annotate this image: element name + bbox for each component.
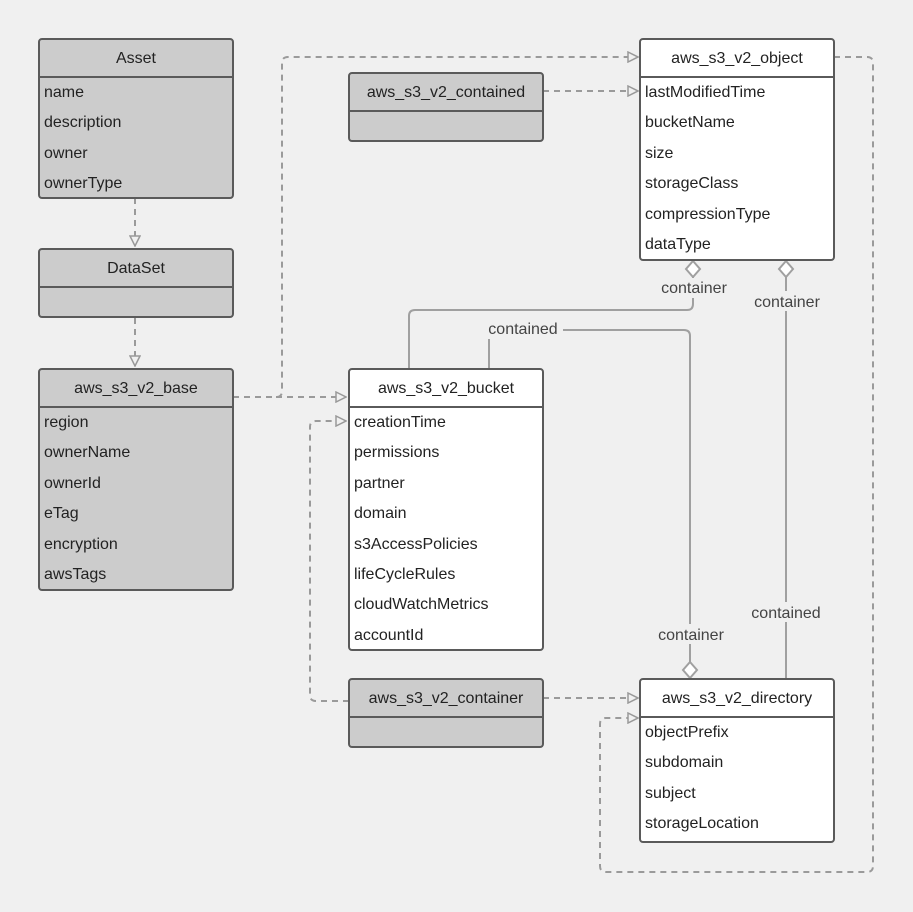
bucket-entity[interactable]: aws_s3_v2_bucket creationTime permission… (348, 368, 544, 651)
object-title: aws_s3_v2_object (641, 40, 833, 78)
object-attr-lastmodifiedtime: lastModifiedTime (645, 84, 766, 101)
bucket-attr-domain: domain (354, 505, 407, 523)
directory-attr-subdomain: subdomain (645, 754, 724, 772)
object-directory-diamond (777, 259, 795, 279)
object-bucket-diamond (684, 259, 702, 279)
object-attr-size: size (645, 144, 674, 162)
bucket-attr-accountid: accountId (354, 626, 424, 644)
base-entity[interactable]: aws_s3_v2_base region ownerName ownerId … (38, 368, 234, 591)
contained-entity[interactable]: aws_s3_v2_contained (348, 72, 544, 142)
asset-entity[interactable]: Asset name description owner ownerType (38, 38, 234, 199)
bucket-attr-s3accesspolicies: s3AccessPolicies (354, 535, 478, 553)
directory-container-diamond (681, 660, 699, 680)
base-title: aws_s3_v2_base (40, 370, 232, 408)
dataset-title: DataSet (40, 250, 232, 288)
container-entity[interactable]: aws_s3_v2_container (348, 678, 544, 748)
base-attr-encryption: encryption (44, 535, 118, 553)
object-directory-container-label: container (754, 294, 820, 311)
bucket-attr-creationtime: creationTime (354, 414, 446, 431)
bucket-attr-lifecyclerules: lifeCycleRules (354, 565, 456, 583)
object-attr-datatype: dataType (645, 235, 711, 253)
bucket-directory-contained-line (488, 329, 691, 662)
container-title: aws_s3_v2_container (350, 680, 542, 718)
bucket-title: aws_s3_v2_bucket (350, 370, 542, 408)
asset-title: Asset (40, 40, 232, 78)
asset-attr-description: description (44, 114, 122, 132)
directory-attr-objectprefix: objectPrefix (645, 724, 729, 741)
directory-attr-subject: subject (645, 784, 696, 802)
container-to-bucket-line (309, 421, 349, 702)
base-attr-awstags: awsTags (44, 565, 107, 583)
dataset-entity[interactable]: DataSet (38, 248, 234, 318)
base-attr-ownerid: ownerId (44, 474, 101, 492)
object-attr-bucketname: bucketName (645, 114, 735, 132)
base-attr-region: region (44, 414, 89, 431)
asset-attr-ownertype: ownerType (44, 175, 123, 193)
directory-bucket-container-label: container (658, 627, 724, 644)
object-attr-compressiontype: compressionType (645, 205, 771, 223)
object-bucket-container-label: container (661, 280, 727, 297)
contained-title: aws_s3_v2_contained (350, 74, 542, 112)
object-attr-storageclass: storageClass (645, 175, 739, 193)
object-bucket-container-line (408, 276, 694, 369)
object-to-directory-line (599, 56, 874, 873)
directory-object-contained-label: contained (751, 605, 820, 622)
bucket-directory-contained-label: contained (488, 321, 557, 338)
base-attr-etag: eTag (44, 505, 79, 523)
asset-attr-name: name (44, 84, 85, 101)
directory-attr-storagelocation: storageLocation (645, 815, 759, 833)
bucket-attr-cloudwatchmetrics: cloudWatchMetrics (354, 596, 489, 614)
bucket-attr-partner: partner (354, 474, 405, 492)
asset-attr-owner: owner (44, 144, 88, 162)
object-entity[interactable]: aws_s3_v2_object lastModifiedTime bucket… (639, 38, 835, 261)
base-attr-ownername: ownerName (44, 444, 131, 462)
bucket-attr-permissions: permissions (354, 444, 440, 462)
directory-title: aws_s3_v2_directory (641, 680, 833, 718)
directory-entity[interactable]: aws_s3_v2_directory objectPrefix subdoma… (639, 678, 835, 843)
